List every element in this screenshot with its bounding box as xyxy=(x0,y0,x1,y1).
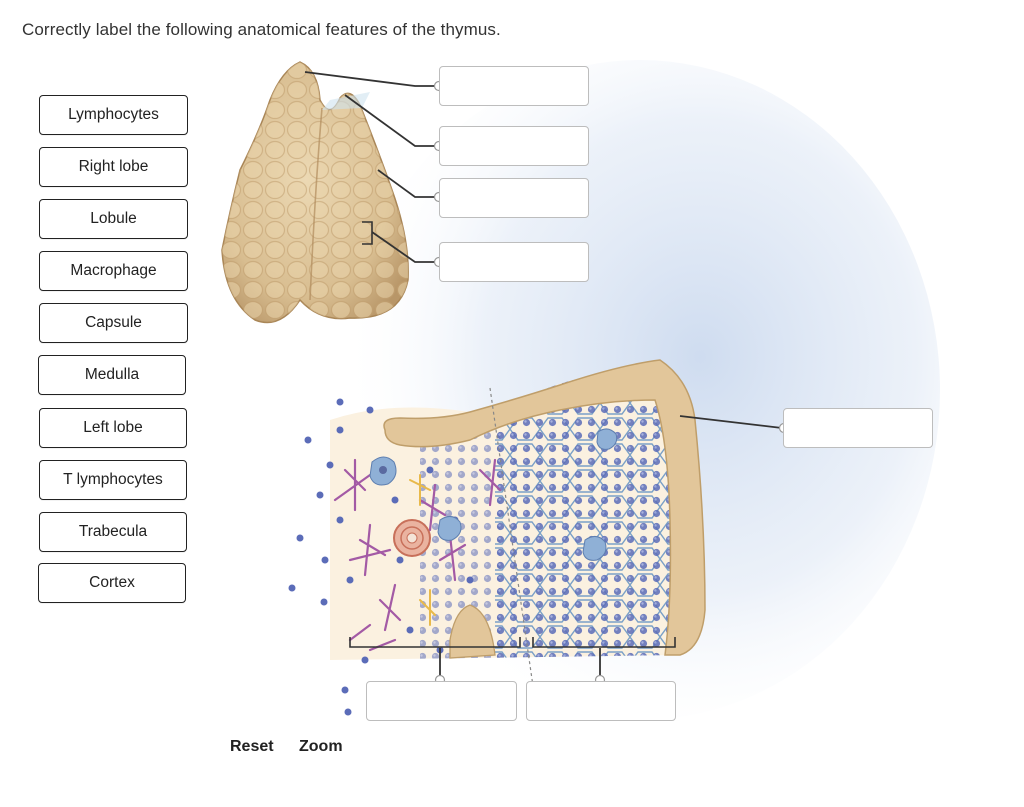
label-chip-capsule[interactable]: Capsule xyxy=(39,303,188,343)
drop-target-4[interactable] xyxy=(439,242,589,282)
drop-target-1[interactable] xyxy=(439,66,589,106)
label-chip-lobule[interactable]: Lobule xyxy=(39,199,188,239)
label-chip-left-lobe[interactable]: Left lobe xyxy=(39,408,187,448)
drop-target-6[interactable] xyxy=(366,681,517,721)
zoom-button[interactable]: Zoom xyxy=(299,738,343,755)
label-chip-cortex[interactable]: Cortex xyxy=(38,563,186,603)
thymus-section-drawing xyxy=(288,359,706,716)
label-chip-macrophage[interactable]: Macrophage xyxy=(39,251,188,291)
label-chip-medulla[interactable]: Medulla xyxy=(38,355,186,395)
label-chip-t-lymphocytes[interactable]: T lymphocytes xyxy=(39,460,187,500)
leader-lines xyxy=(304,71,783,680)
drop-target-2[interactable] xyxy=(439,126,589,166)
label-chip-lymphocytes[interactable]: Lymphocytes xyxy=(39,95,188,135)
label-chip-trabecula[interactable]: Trabecula xyxy=(39,512,187,552)
question-prompt: Correctly label the following anatomical… xyxy=(22,20,501,39)
drop-target-5[interactable] xyxy=(783,408,933,448)
thymus-gland-drawing xyxy=(221,61,409,324)
label-chip-right-lobe[interactable]: Right lobe xyxy=(39,147,188,187)
drop-target-7[interactable] xyxy=(526,681,676,721)
reset-button[interactable]: Reset xyxy=(230,738,274,755)
drop-target-3[interactable] xyxy=(439,178,589,218)
